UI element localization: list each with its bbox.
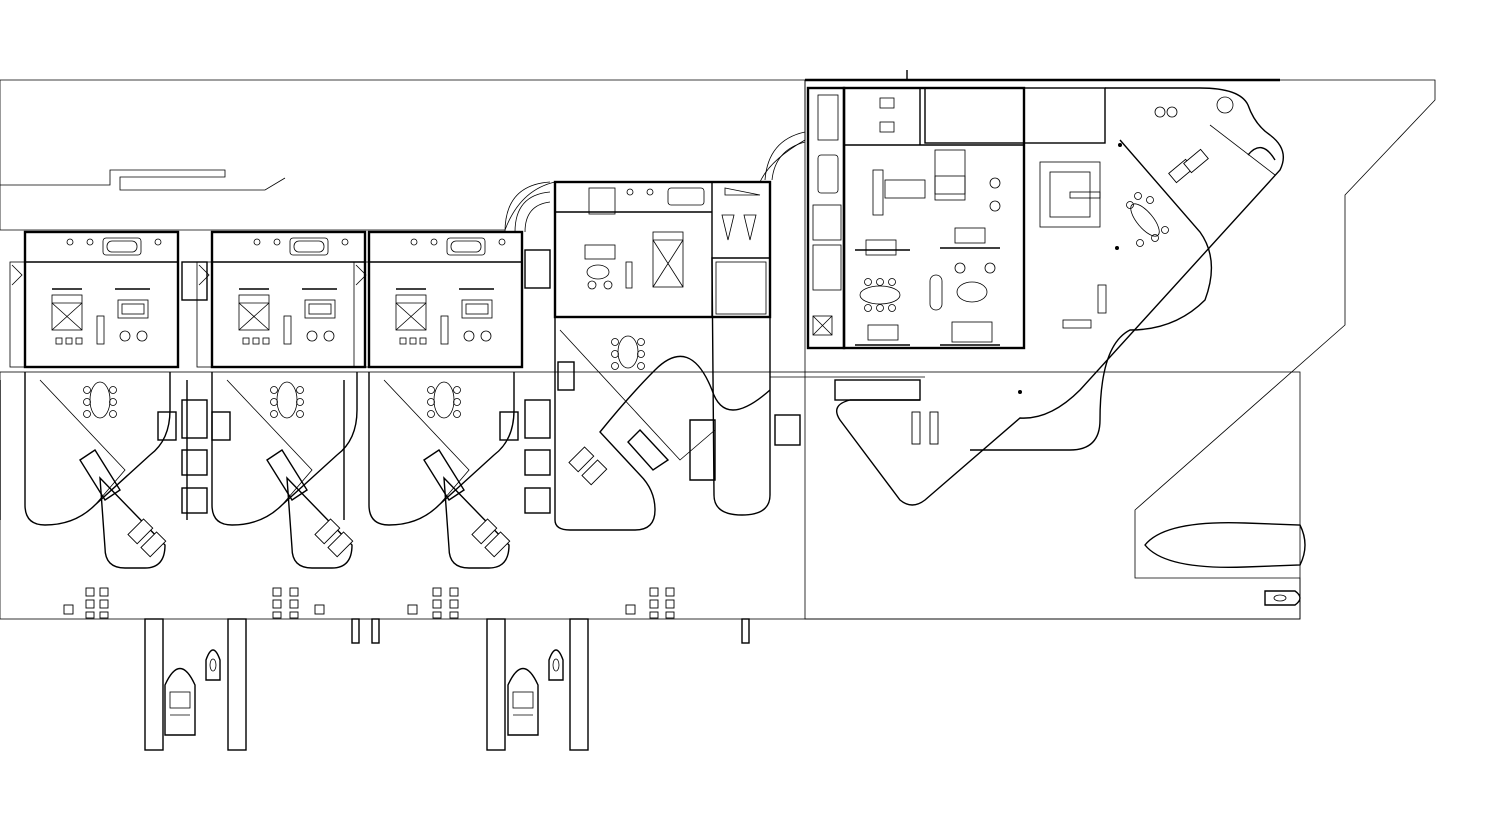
main-pool (770, 87, 1284, 506)
boat-icon (1144, 521, 1306, 569)
villa-large (553, 180, 772, 531)
lounger-group (407, 587, 459, 619)
main-deck (0, 371, 1301, 620)
jetski-icon (205, 649, 221, 681)
entry-arc (764, 131, 806, 181)
lounger-group (272, 587, 325, 619)
mooring-posts (351, 618, 750, 644)
entry-arc (504, 181, 551, 233)
boat-icon (507, 667, 539, 736)
jetty-west (144, 618, 247, 751)
gravel-area (0, 79, 806, 231)
stair-group (499, 249, 801, 514)
stair-group (157, 261, 231, 514)
jetski-icon (1264, 590, 1301, 606)
lounger-group (625, 587, 675, 619)
lounger-group (63, 587, 109, 619)
gravel-path (0, 169, 286, 191)
villa-unit (342, 230, 524, 570)
main-residence (806, 86, 1026, 350)
boat-icon (164, 667, 196, 736)
jetty-east (486, 618, 589, 751)
jetski-icon (548, 649, 564, 681)
villa-unit (185, 230, 367, 570)
east-deck (804, 79, 1436, 620)
villa-unit (0, 230, 180, 569)
